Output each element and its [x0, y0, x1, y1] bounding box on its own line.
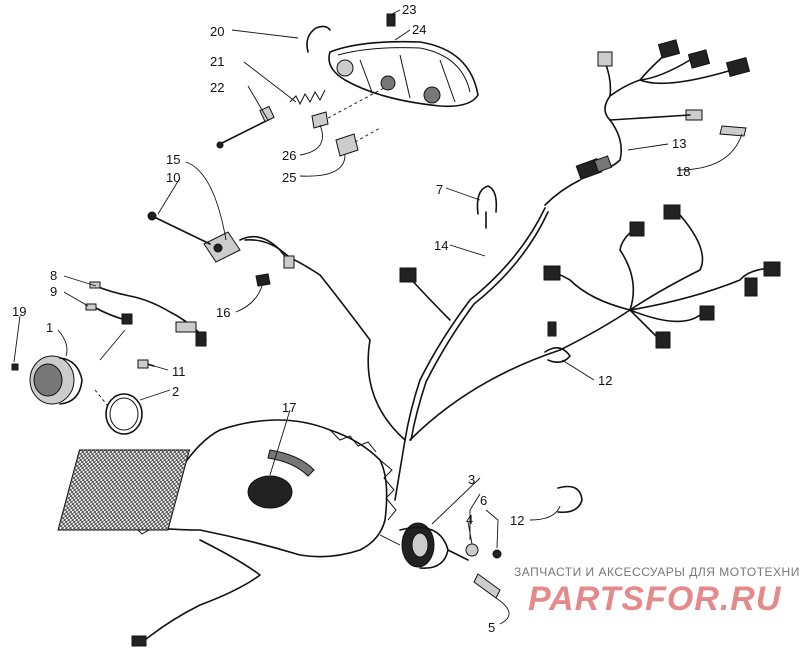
bulb-socket — [335, 133, 359, 157]
seal-strip — [306, 25, 331, 53]
headlight-housing — [328, 40, 479, 108]
callout-16: 16 — [216, 305, 230, 320]
callout-3: 3 — [468, 472, 475, 487]
callout-15: 15 — [166, 152, 180, 167]
leader-lines — [13, 9, 743, 625]
adjust-screw — [216, 105, 275, 149]
callout-17: 17 — [282, 400, 296, 415]
callout-1: 1 — [46, 320, 53, 335]
callout-24: 24 — [412, 22, 426, 37]
small-clip — [719, 125, 747, 137]
hood-panel — [57, 419, 397, 647]
callout-21: 21 — [210, 54, 224, 69]
callout-9: 9 — [50, 284, 57, 299]
callout-18: 18 — [676, 164, 690, 179]
callout-23: 23 — [402, 2, 416, 17]
harness-clip — [476, 185, 498, 229]
switch-assembly — [379, 485, 583, 599]
callout-22: 22 — [210, 80, 224, 95]
callout-6: 6 — [480, 493, 487, 508]
callout-8: 8 — [50, 268, 57, 283]
main-harness — [244, 179, 581, 501]
callout-2: 2 — [172, 384, 179, 399]
watermark-brand: PARTSFOR.RU — [528, 580, 782, 618]
callout-7: 7 — [436, 182, 443, 197]
callout-20: 20 — [210, 24, 224, 39]
callout-labels: 20 21 22 23 24 26 25 15 10 16 8 9 19 1 1… — [12, 2, 690, 635]
callout-19: 19 — [12, 304, 26, 319]
callout-25: 25 — [282, 170, 296, 185]
callout-4: 4 — [466, 512, 473, 527]
callout-12-upper: 12 — [598, 373, 612, 388]
callout-13: 13 — [672, 136, 686, 151]
watermark: ЗАПЧАСТИ И АКСЕССУАРЫ ДЛЯ МОТОТЕХНИКИ PA… — [514, 565, 800, 618]
clip — [386, 13, 396, 27]
callout-5: 5 — [488, 620, 495, 635]
callout-26: 26 — [282, 148, 296, 163]
callout-11: 11 — [172, 364, 186, 379]
watermark-tagline: ЗАПЧАСТИ И АКСЕССУАРЫ ДЛЯ МОТОТЕХНИКИ — [514, 565, 800, 579]
gauge-assembly — [11, 281, 207, 435]
loop-clamp-upper — [544, 347, 571, 364]
harness-right-branch — [543, 204, 781, 351]
mount-bracket — [147, 211, 295, 287]
harness-connectors-upper — [575, 39, 751, 180]
callout-10: 10 — [166, 170, 180, 185]
adjust-spring — [289, 89, 326, 106]
callout-12-lower: 12 — [510, 513, 524, 528]
bulb-small — [311, 111, 329, 129]
callout-14: 14 — [434, 238, 448, 253]
